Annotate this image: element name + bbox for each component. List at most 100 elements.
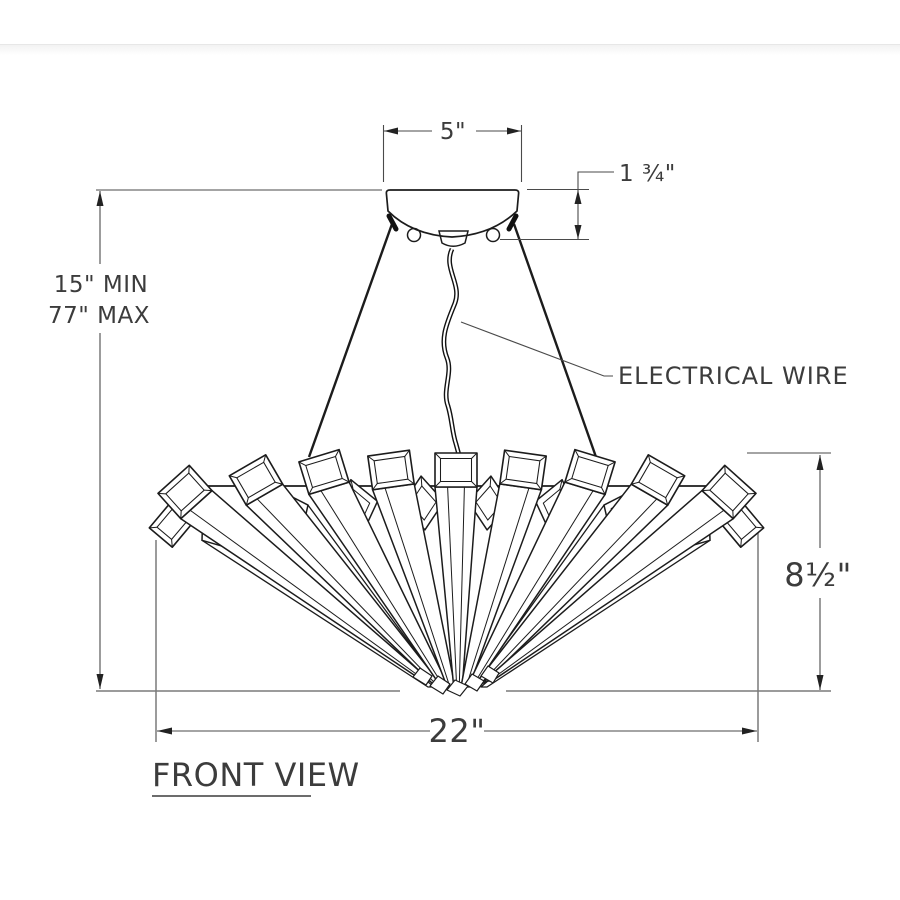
suspension-cable-right: [512, 223, 598, 458]
dimension-shade-width: 22": [157, 712, 757, 750]
crystal-cap-edge: [434, 452, 441, 459]
crystal-cap: [498, 449, 548, 491]
arrowhead-left: [157, 727, 172, 735]
crystal-cap-edge: [341, 478, 350, 483]
crystal-cap-edge: [149, 526, 158, 529]
canopy-stem: [438, 230, 469, 247]
dimension-text-hanging-max: 77" MAX: [48, 303, 150, 329]
crystal-edge: [559, 479, 563, 490]
crystal-body-facet: [480, 498, 658, 684]
suspension-cable-left: [307, 223, 394, 458]
crystal-cap-edge: [434, 481, 441, 488]
crystal-edge: [489, 476, 492, 487]
arrowhead-right: [742, 727, 757, 735]
crystal-body-facet: [320, 490, 444, 686]
arrowhead-right: [507, 127, 521, 135]
crystal-body-facet: [458, 486, 465, 691]
crystal-cap-edge: [171, 539, 173, 548]
crystal-body-facet: [488, 509, 725, 682]
crystal-body-facet: [384, 487, 451, 687]
crystal-cap-edge: [564, 478, 573, 483]
crystal-cap-edge: [755, 526, 764, 529]
crystal-cap-edge: [631, 481, 639, 485]
crystal-edge: [420, 476, 423, 487]
crystal-cap-edge: [471, 481, 478, 488]
crystal-cap-edge: [298, 461, 307, 466]
crystal-shade: [148, 448, 765, 697]
dimension-text-hanging-min: 15" MIN: [54, 272, 149, 298]
crystal-cap-facet: [709, 472, 749, 512]
crystal-tip: [464, 673, 485, 692]
arrowhead-up: [816, 455, 824, 470]
crystal-cap-facet: [505, 455, 541, 485]
crystal-cap-edge: [308, 487, 313, 495]
dimensions: 5" 1 ¾" 15" MIN 77" MAX: [48, 119, 852, 797]
crystal-cap-edge: [574, 449, 579, 457]
arrowhead-up: [574, 190, 582, 204]
crystal-cap: [157, 464, 213, 520]
crystal-tip: [412, 667, 433, 686]
crystal-cap-facet: [638, 461, 678, 499]
crystal-cap-edge: [335, 449, 340, 457]
arrowhead-down: [574, 225, 582, 239]
crystal-cap-edge: [504, 449, 510, 457]
callout-electrical-wire: ELECTRICAL WIRE: [460, 321, 849, 390]
crystal-cap-edge: [263, 454, 267, 463]
crystal-cap-facet: [165, 472, 205, 512]
crystal-body-facet: [256, 498, 436, 684]
dimension-canopy-width: 5": [382, 119, 523, 182]
crystal-tip: [446, 679, 469, 697]
crystal-cap: [366, 449, 416, 491]
front-view-label: FRONT VIEW: [152, 756, 360, 794]
dimension-canopy-height: 1 ¾": [500, 161, 676, 241]
dimension-text-canopy-width: 5": [440, 119, 466, 145]
crystal-cap-edge: [407, 478, 415, 485]
dimension-text-canopy-height: 1 ¾": [619, 161, 676, 187]
cable-mount-left: [386, 213, 399, 232]
crystal-cap: [228, 453, 284, 507]
crystal-cap-edge: [367, 455, 375, 462]
crystal-cap-edge: [275, 481, 283, 485]
canopy-ball-right: [485, 227, 501, 243]
crystal-cap-edge: [499, 478, 507, 485]
dimension-text-shade-width: 22": [429, 712, 486, 750]
arrowhead-left: [384, 127, 398, 135]
cable-mount-right: [506, 213, 519, 232]
view-title: FRONT VIEW: [152, 756, 360, 797]
arrowhead-down: [816, 675, 824, 690]
crystal-cap-facet: [571, 455, 609, 489]
crystal-cap-edge: [536, 483, 542, 491]
crystal-cap-edge: [372, 483, 378, 491]
crystal-cap-edge: [607, 461, 616, 466]
canopy: [385, 189, 520, 247]
crystal-cap-edge: [229, 475, 237, 479]
crystal-cap: [701, 464, 757, 520]
crystal-body-facet: [465, 487, 530, 687]
crystal-tip: [429, 675, 451, 695]
arrowhead-up: [96, 191, 104, 206]
crystal-cap-edge: [404, 449, 410, 457]
dimension-shade-height: 8½": [747, 452, 852, 690]
crystal-body-facet: [189, 509, 427, 682]
crystal-cap-edge: [471, 452, 478, 459]
crystal-body-facet: [447, 486, 458, 691]
electrical-wire-highlight: [442, 248, 460, 456]
dimension-text-shade-height: 8½": [784, 556, 852, 594]
crystal-body-facet: [472, 490, 594, 686]
dimension-hanging-height: 15" MIN 77" MAX: [48, 189, 382, 689]
suspension: [307, 223, 598, 458]
crystal-cap-edge: [677, 475, 685, 479]
electrical-wire-label: ELECTRICAL WIRE: [618, 362, 849, 390]
crystal-cap-edge: [539, 455, 547, 462]
canopy-ball-left: [406, 227, 422, 243]
crystal-cap-edge: [601, 487, 606, 495]
canopy-dome: [385, 189, 520, 238]
crystal-cap-facet: [373, 455, 409, 485]
crystal-cap-edge: [740, 539, 742, 548]
crystal-edge: [350, 479, 354, 490]
crystal-cap-edge: [665, 497, 669, 506]
crystal-cap-edge: [245, 497, 249, 506]
arrowhead-down: [96, 674, 104, 689]
